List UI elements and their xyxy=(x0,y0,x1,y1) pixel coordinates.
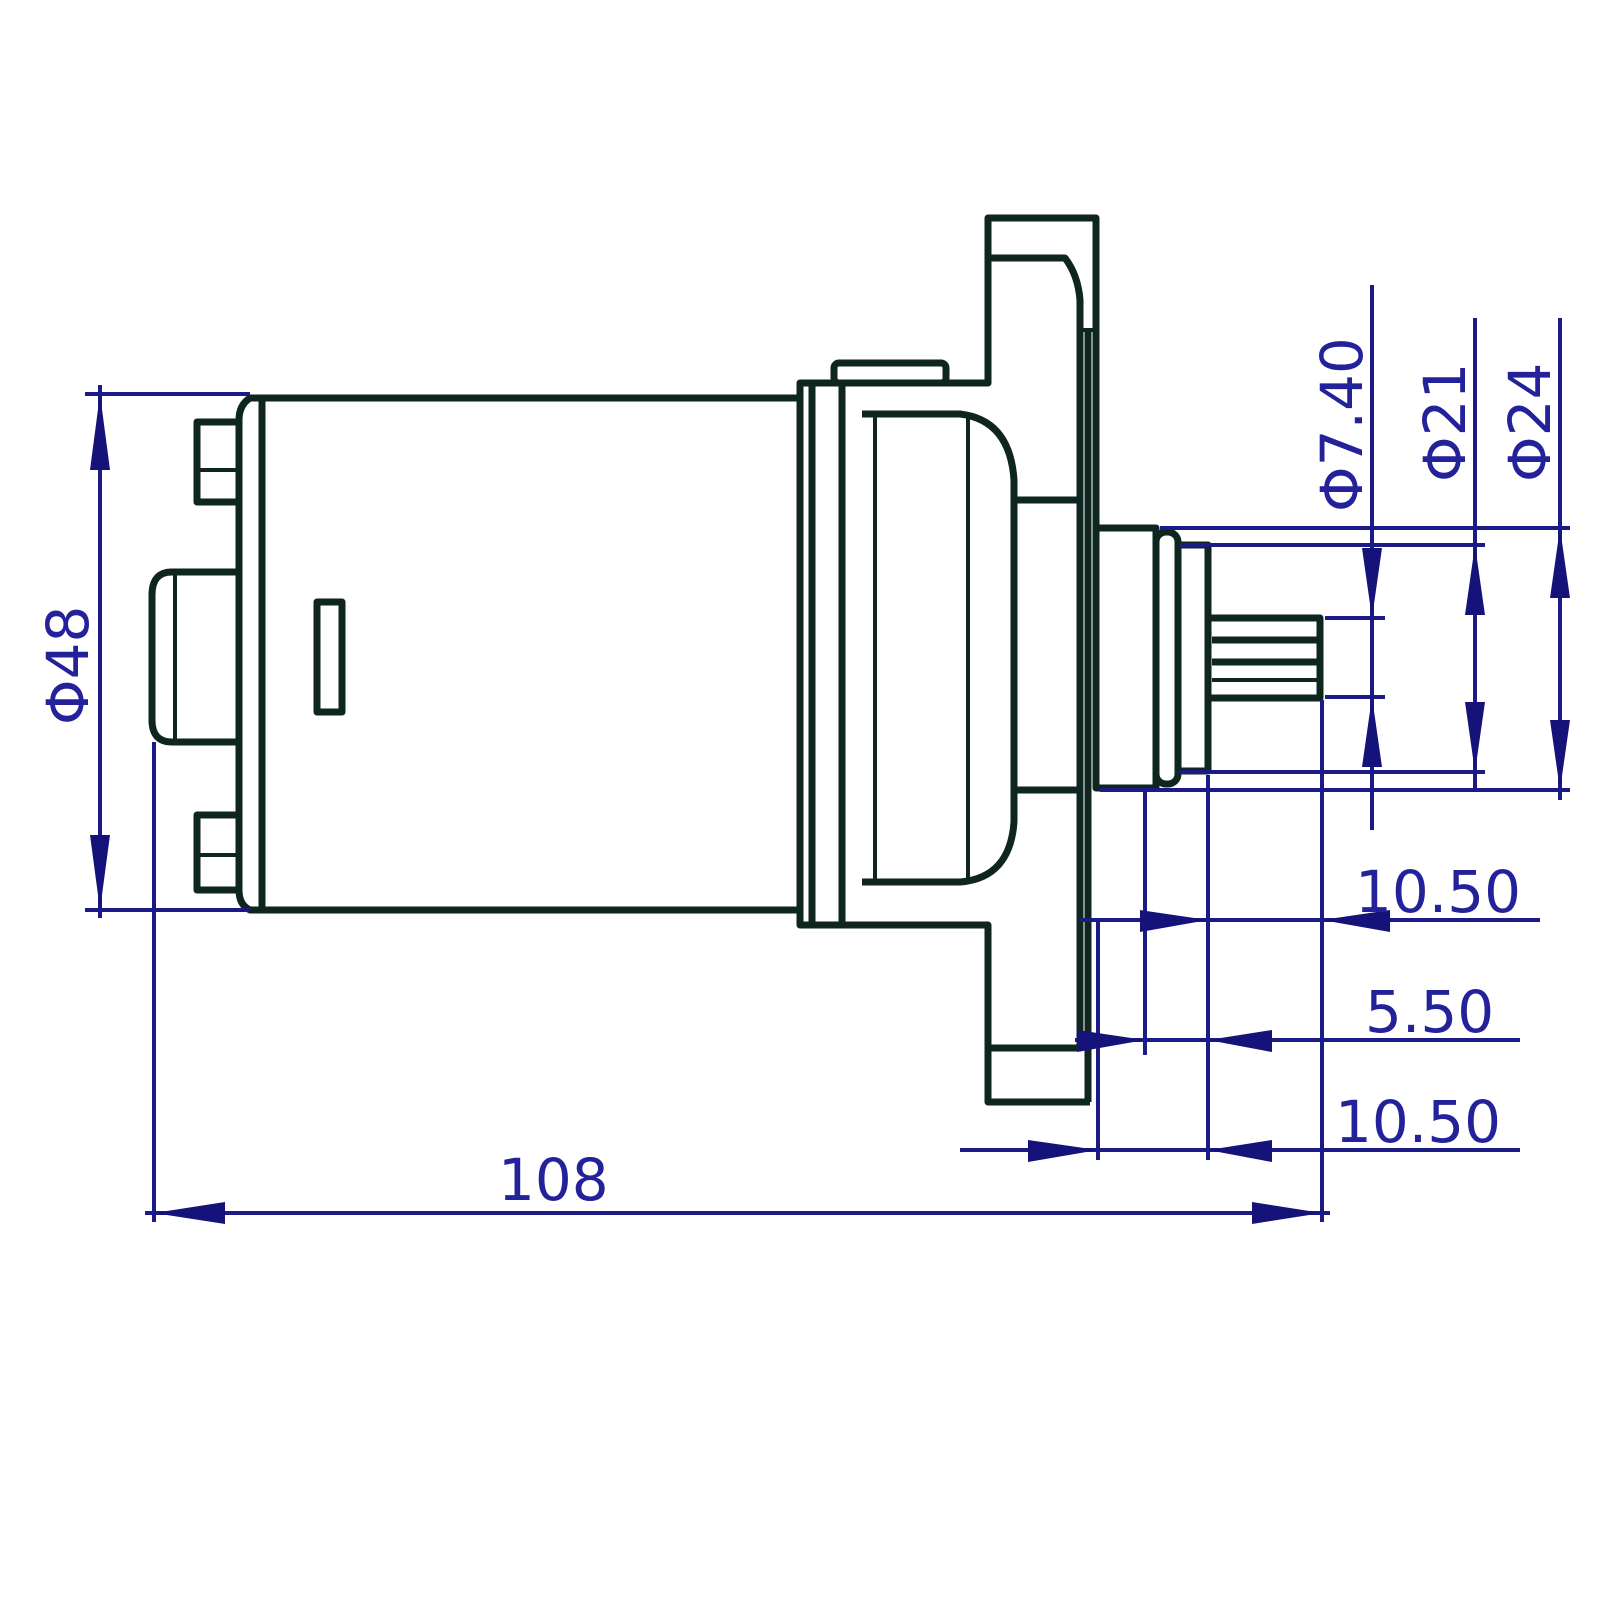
motor-outline xyxy=(148,214,1324,1106)
dim-hub-diameter: Φ24 xyxy=(1496,363,1564,482)
dim-length-3: 10.50 xyxy=(1335,1088,1501,1156)
dim-length-1: 10.50 xyxy=(1355,858,1521,926)
front-hub xyxy=(862,410,1018,886)
dimension-lines xyxy=(85,285,1570,1224)
flange-bottom xyxy=(842,921,1090,1106)
body-slot xyxy=(313,598,346,716)
dimension-labels: Φ48 108 Φ7.40 Φ21 Φ24 10.50 5.50 10.50 xyxy=(34,337,1564,1214)
dim-length-2: 5.50 xyxy=(1365,978,1494,1046)
spline-shaft xyxy=(1204,614,1324,702)
dim-shaft-diameter: Φ7.40 xyxy=(1308,337,1376,512)
terminal-top xyxy=(193,418,243,506)
dim-overall-length: 108 xyxy=(498,1146,609,1214)
dim-body-diameter: Φ48 xyxy=(34,606,102,725)
shaft-hub xyxy=(1092,524,1160,792)
rear-boss xyxy=(148,568,239,746)
dim-pilot-diameter: Φ21 xyxy=(1411,363,1479,482)
terminal-bottom xyxy=(193,811,243,894)
